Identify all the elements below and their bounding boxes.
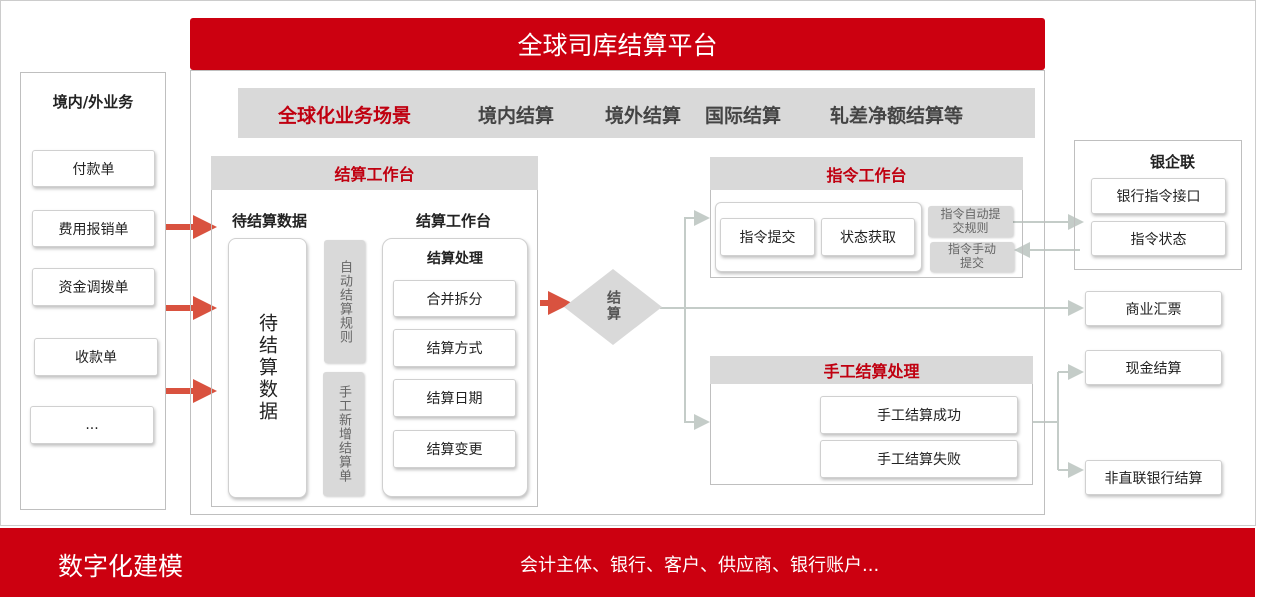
command-manual-submit[interactable]: 指令手动提交: [930, 242, 1014, 272]
output-nondirect-bank[interactable]: 非直联银行结算: [1085, 460, 1222, 495]
business-title: 境内/外业务: [52, 93, 134, 111]
business-item[interactable]: 资金调拨单: [32, 268, 155, 306]
pending-data-box[interactable]: 待结算数据: [228, 238, 307, 498]
scenario-domestic: 境内结算: [478, 105, 555, 127]
command-auto-rule[interactable]: 指令自动提交规则: [928, 206, 1013, 237]
footer-bar: 数字化建模 会计主体、银行、客户、供应商、银行账户...: [0, 528, 1255, 597]
platform-panel: [190, 70, 1045, 515]
bank-enterprise-box: [1074, 140, 1242, 270]
command-submit-button[interactable]: 指令提交: [720, 218, 815, 256]
output-cash-settlement[interactable]: 现金结算: [1085, 350, 1222, 385]
manual-success[interactable]: 手工结算成功: [820, 396, 1018, 434]
bank-title: 银企联: [1150, 153, 1196, 171]
business-item[interactable]: 付款单: [32, 150, 155, 187]
diamond-label: 结算: [605, 290, 621, 322]
platform-title: 全球司库结算平台: [190, 18, 1045, 70]
manual-settle-header: 手工结算处理: [710, 356, 1033, 384]
auto-settle-rule[interactable]: 自动结算规则: [324, 240, 365, 363]
settle-diamond: [564, 269, 662, 345]
process-date[interactable]: 结算日期: [393, 379, 516, 417]
workbench-label: 结算工作台: [416, 212, 492, 230]
scenario-netting: 轧差净额结算等: [830, 105, 964, 127]
pending-label: 待结算数据: [232, 212, 308, 230]
scenario-international: 国际结算: [705, 105, 782, 127]
footer-title: 数字化建模: [58, 552, 184, 581]
footer-text: 会计主体、银行、客户、供应商、银行账户...: [520, 555, 880, 576]
process-change[interactable]: 结算变更: [393, 430, 516, 468]
manual-failure[interactable]: 手工结算失败: [820, 440, 1018, 478]
process-method[interactable]: 结算方式: [393, 329, 516, 367]
scenario-overseas: 境外结算: [605, 105, 682, 127]
settle-workbench-header: 结算工作台: [211, 156, 538, 190]
settle-process-title: 结算处理: [427, 251, 483, 267]
manual-add-settlement[interactable]: 手工新增结算单: [323, 372, 364, 496]
business-item[interactable]: 费用报销单: [32, 210, 155, 247]
scenario-bar: 全球化业务场景 境内结算 境外结算 国际结算 轧差净额结算等: [238, 88, 1035, 138]
bank-command-interface[interactable]: 银行指令接口: [1091, 178, 1226, 214]
line-to-manual: [684, 308, 710, 430]
command-status[interactable]: 指令状态: [1091, 221, 1226, 256]
scenario-global: 全球化业务场景: [278, 105, 412, 127]
command-workbench-header: 指令工作台: [710, 157, 1023, 190]
output-commercial-bill[interactable]: 商业汇票: [1085, 291, 1222, 326]
business-item[interactable]: 收款单: [34, 338, 158, 376]
line-to-command: [684, 210, 710, 308]
business-item[interactable]: ...: [30, 406, 154, 444]
status-fetch-button[interactable]: 状态获取: [821, 218, 915, 256]
business-column: [20, 72, 166, 510]
process-merge-split[interactable]: 合并拆分: [393, 280, 516, 317]
outer-frame: [0, 0, 1256, 526]
